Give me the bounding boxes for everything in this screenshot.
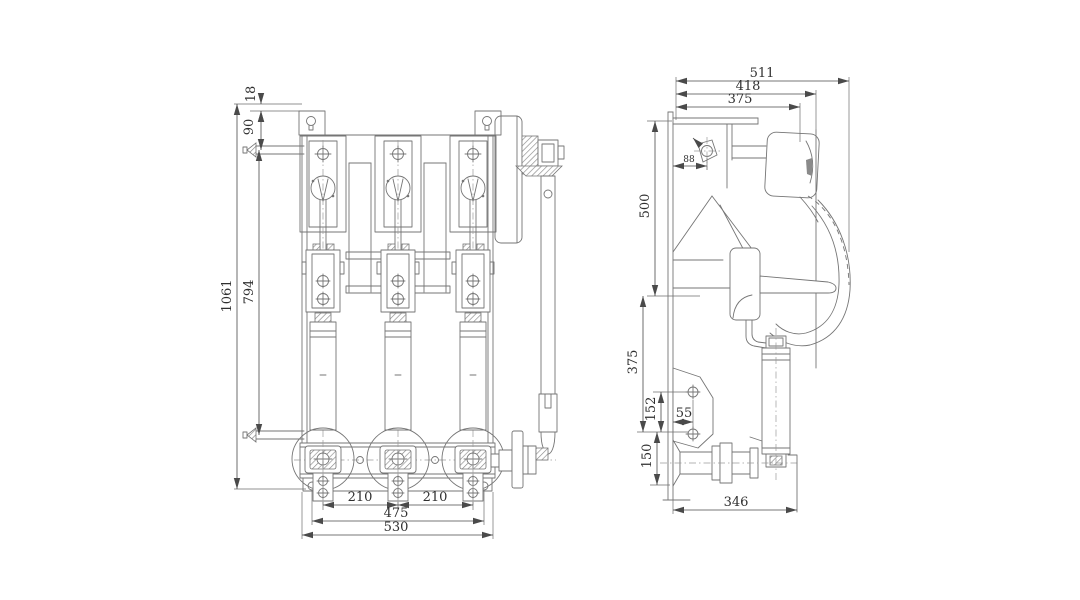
svg-text:150: 150: [640, 444, 655, 469]
hinge-support: [672, 195, 837, 349]
front-view: 18 90 794 1061 210: [220, 86, 565, 539]
front-dimensions: 18 90 794 1061 210: [220, 86, 494, 539]
dim-side-frame-depth: 418: [676, 79, 816, 98]
dim-front-overall-height: 1061: [220, 104, 241, 489]
mounting-frame: [298, 110, 502, 444]
bushing-side: [660, 439, 800, 513]
side-upper-frame: [672, 117, 767, 189]
upper-terminal-bar: [242, 142, 305, 158]
svg-text:55: 55: [676, 406, 693, 421]
svg-text:18: 18: [244, 86, 259, 103]
dim-side-upper-height: 500: [638, 121, 659, 296]
dim-front-pole-pitch-right: 210: [398, 490, 473, 509]
svg-text:88: 88: [683, 155, 695, 165]
svg-text:794: 794: [242, 280, 257, 305]
dim-front-pole-pitch-left: 210: [323, 490, 398, 509]
dim-side-overall-depth: 511: [676, 66, 849, 85]
operating-mechanism: [490, 115, 565, 489]
svg-text:375: 375: [728, 92, 753, 107]
dim-side-mid-height: 375: [626, 296, 647, 432]
drive-shaft: [490, 430, 549, 489]
side-dimensions: 511 418 375 88 500: [626, 66, 850, 514]
svg-text:1061: 1061: [220, 279, 235, 312]
dim-side-housing-depth: 375: [676, 92, 800, 111]
fuse-tube-side: [749, 328, 791, 482]
dim-front-plate-to-terminal: 90: [242, 111, 265, 150]
svg-text:346: 346: [724, 495, 749, 510]
fuse-carrier-outline: [769, 195, 851, 347]
pole-assembly-2: [374, 135, 422, 441]
shaft-bracket: [692, 137, 721, 170]
dim-side-bracket-hole-span: 152: [644, 392, 665, 432]
switch-arm: [759, 275, 837, 294]
dim-side-base-depth: 346: [673, 495, 797, 514]
operating-rod: [538, 175, 558, 455]
svg-text:210: 210: [348, 490, 373, 505]
interrupter-housing: [764, 129, 820, 369]
svg-text:500: 500: [638, 194, 653, 219]
svg-text:511: 511: [750, 66, 775, 81]
svg-text:90: 90: [242, 119, 257, 136]
pole-assembly-3: [449, 135, 497, 441]
svg-text:210: 210: [423, 490, 448, 505]
svg-text:375: 375: [626, 350, 641, 375]
svg-text:530: 530: [384, 520, 409, 535]
mounting-ear-right: [474, 110, 502, 136]
lower-terminal-bar: [242, 427, 305, 443]
dim-front-terminal-span: 794: [242, 150, 263, 435]
dim-side-bushing-height: 150: [640, 432, 661, 485]
side-view: 511 418 375 88 500: [626, 66, 851, 514]
svg-text:152: 152: [644, 397, 659, 422]
mounting-ear-left: [298, 110, 326, 136]
dim-side-bracket-hole-offset: 55: [673, 400, 694, 428]
svg-text:475: 475: [384, 506, 409, 521]
dim-front-overall-width: 530: [302, 520, 493, 539]
dim-side-shaft-offset: 88: [673, 155, 708, 170]
dim-front-mounting-hole-span: 475: [312, 506, 484, 525]
svg-text:418: 418: [736, 79, 761, 94]
